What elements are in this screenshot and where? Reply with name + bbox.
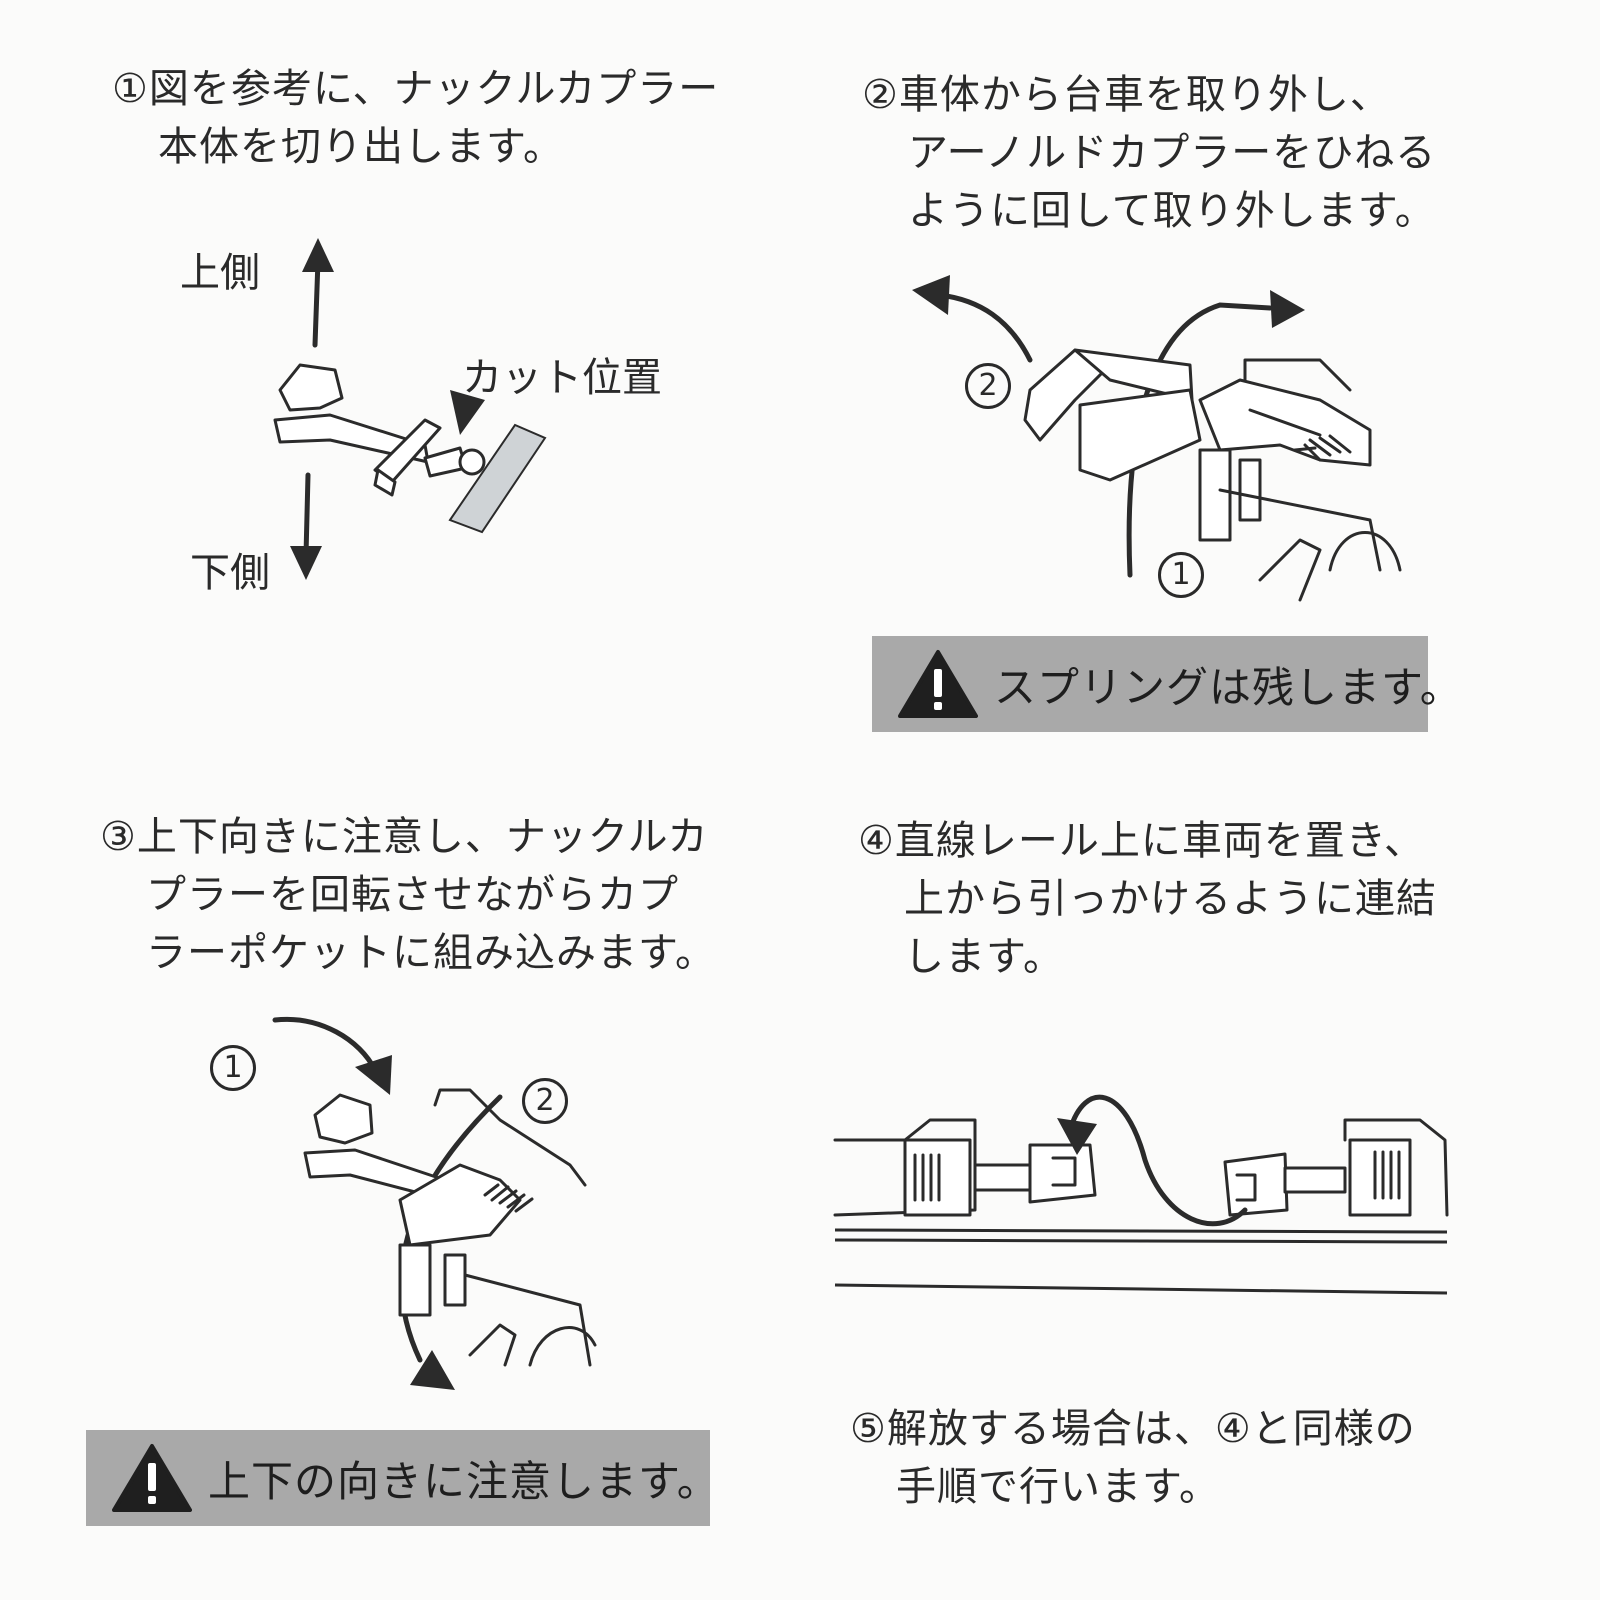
down-arrow-shaft bbox=[303, 472, 311, 558]
rail-top-line-1 bbox=[834, 1228, 1448, 1234]
step-1-line-1: ①図を参考に、ナックルカプラー bbox=[112, 66, 720, 112]
rotate-arrow-right-head bbox=[1270, 290, 1305, 328]
insert-arrow-1-head bbox=[355, 1055, 392, 1095]
insert-arrow-1 bbox=[272, 1016, 378, 1073]
rail-bottom-line bbox=[834, 1283, 1448, 1295]
step-3-line-3: ラーポケットに組み込みます。 bbox=[146, 930, 716, 976]
step-2-line-3: ように回して取り外します。 bbox=[908, 188, 1436, 234]
warning-icon bbox=[898, 650, 978, 718]
step-4-line-3: します。 bbox=[904, 934, 1064, 980]
down-arrow-head bbox=[290, 546, 322, 580]
rotate-arrow-left bbox=[937, 292, 1033, 363]
coupler-pocket-assembly bbox=[303, 1088, 597, 1367]
step-3-line-2: プラーを回転させながらカプ bbox=[146, 872, 679, 918]
warning-icon bbox=[112, 1444, 192, 1512]
left-car-coupler bbox=[833, 1118, 1097, 1217]
step-4-line-1: ④直線レール上に車両を置き、 bbox=[858, 818, 1426, 864]
figure-2-marker-2: 2 bbox=[965, 363, 1011, 409]
up-arrow-head bbox=[302, 238, 334, 272]
step-1-line-2: 本体を切り出します。 bbox=[158, 124, 564, 170]
rail-top-line-2 bbox=[834, 1238, 1448, 1244]
step-4-instruction: ④直線レール上に車両を置き、 上から引っかけるように連結 します。 bbox=[858, 812, 1437, 986]
figure-2-marker-1: 1 bbox=[1158, 552, 1204, 598]
step-2-instruction: ②車体から台車を取り外し、 アーノルドカプラーをひねる ように回して取り外します… bbox=[862, 66, 1436, 240]
knuckle-coupler-part bbox=[273, 363, 486, 497]
step-2-line-2: アーノルドカプラーをひねる bbox=[908, 130, 1437, 176]
step-1-instruction: ①図を参考に、ナックルカプラー 本体を切り出します。 bbox=[112, 60, 719, 176]
figure-3-marker-1: 1 bbox=[210, 1045, 256, 1091]
warning-check-orientation: 上下の向きに注意します。 bbox=[86, 1430, 719, 1526]
step-4-line-2: 上から引っかけるように連結 bbox=[904, 876, 1437, 922]
step-5-instruction: ⑤解放する場合は、④と同様の 手順で行います。 bbox=[850, 1400, 1416, 1516]
label-cut-position: カット位置 bbox=[462, 355, 662, 401]
step-5-line-1: ⑤解放する場合は、④と同様の bbox=[850, 1406, 1416, 1452]
figure-3-insert-knuckle-coupler bbox=[272, 1016, 597, 1390]
sprue-runner bbox=[448, 423, 547, 534]
coupling-arrow-head bbox=[1057, 1118, 1097, 1155]
coupling-arrow bbox=[1067, 1094, 1248, 1227]
figure-3-marker-2: 2 bbox=[522, 1078, 568, 1124]
right-car-coupler bbox=[1223, 1118, 1449, 1217]
up-arrow-shaft bbox=[312, 257, 321, 348]
figure-2-remove-arnold-coupler bbox=[912, 275, 1402, 602]
step-5-line-2: 手順で行います。 bbox=[896, 1464, 1220, 1510]
label-upper-side: 上側 bbox=[180, 250, 260, 296]
figure-1-knuckle-coupler-cut bbox=[273, 238, 547, 580]
warning-keep-spring: スプリングは残します。 bbox=[872, 636, 1462, 732]
rotate-arrow-left-head bbox=[912, 275, 950, 315]
cut-position-arrowhead bbox=[450, 390, 485, 435]
step-3-instruction: ③上下向きに注意し、ナックルカ プラーを回転させながらカプ ラーポケットに組み込… bbox=[100, 808, 716, 982]
label-lower-side: 下側 bbox=[190, 550, 270, 596]
step-3-line-1: ③上下向きに注意し、ナックルカ bbox=[100, 814, 709, 860]
step-2-line-1: ②車体から台車を取り外し、 bbox=[862, 72, 1391, 118]
warning-check-orientation-text: 上下の向きに注意します。 bbox=[208, 1456, 720, 1506]
figure-4-couple-on-straight-rail bbox=[833, 1094, 1449, 1295]
arnold-coupler-and-truck bbox=[1023, 348, 1402, 602]
warning-keep-spring-text: スプリングは残します。 bbox=[994, 662, 1463, 712]
insert-arrow-2-head bbox=[410, 1350, 455, 1390]
